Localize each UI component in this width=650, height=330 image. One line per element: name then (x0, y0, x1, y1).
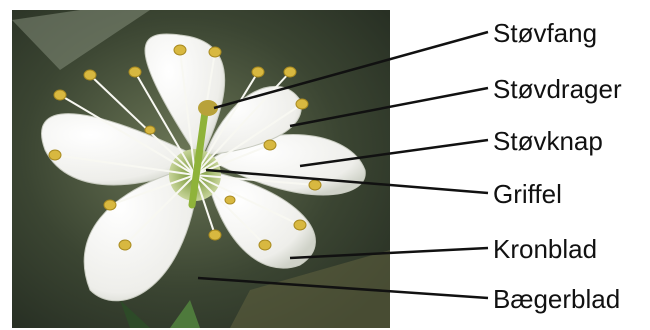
label-griffel: Griffel (493, 179, 562, 209)
label-stovknap: Støvknap (493, 126, 603, 156)
label-stovfang: Støvfang (493, 18, 597, 48)
label-kronblad: Kronblad (493, 234, 597, 264)
label-stovdrager: Støvdrager (493, 74, 622, 104)
label-baegerblad: Bægerblad (493, 284, 620, 314)
